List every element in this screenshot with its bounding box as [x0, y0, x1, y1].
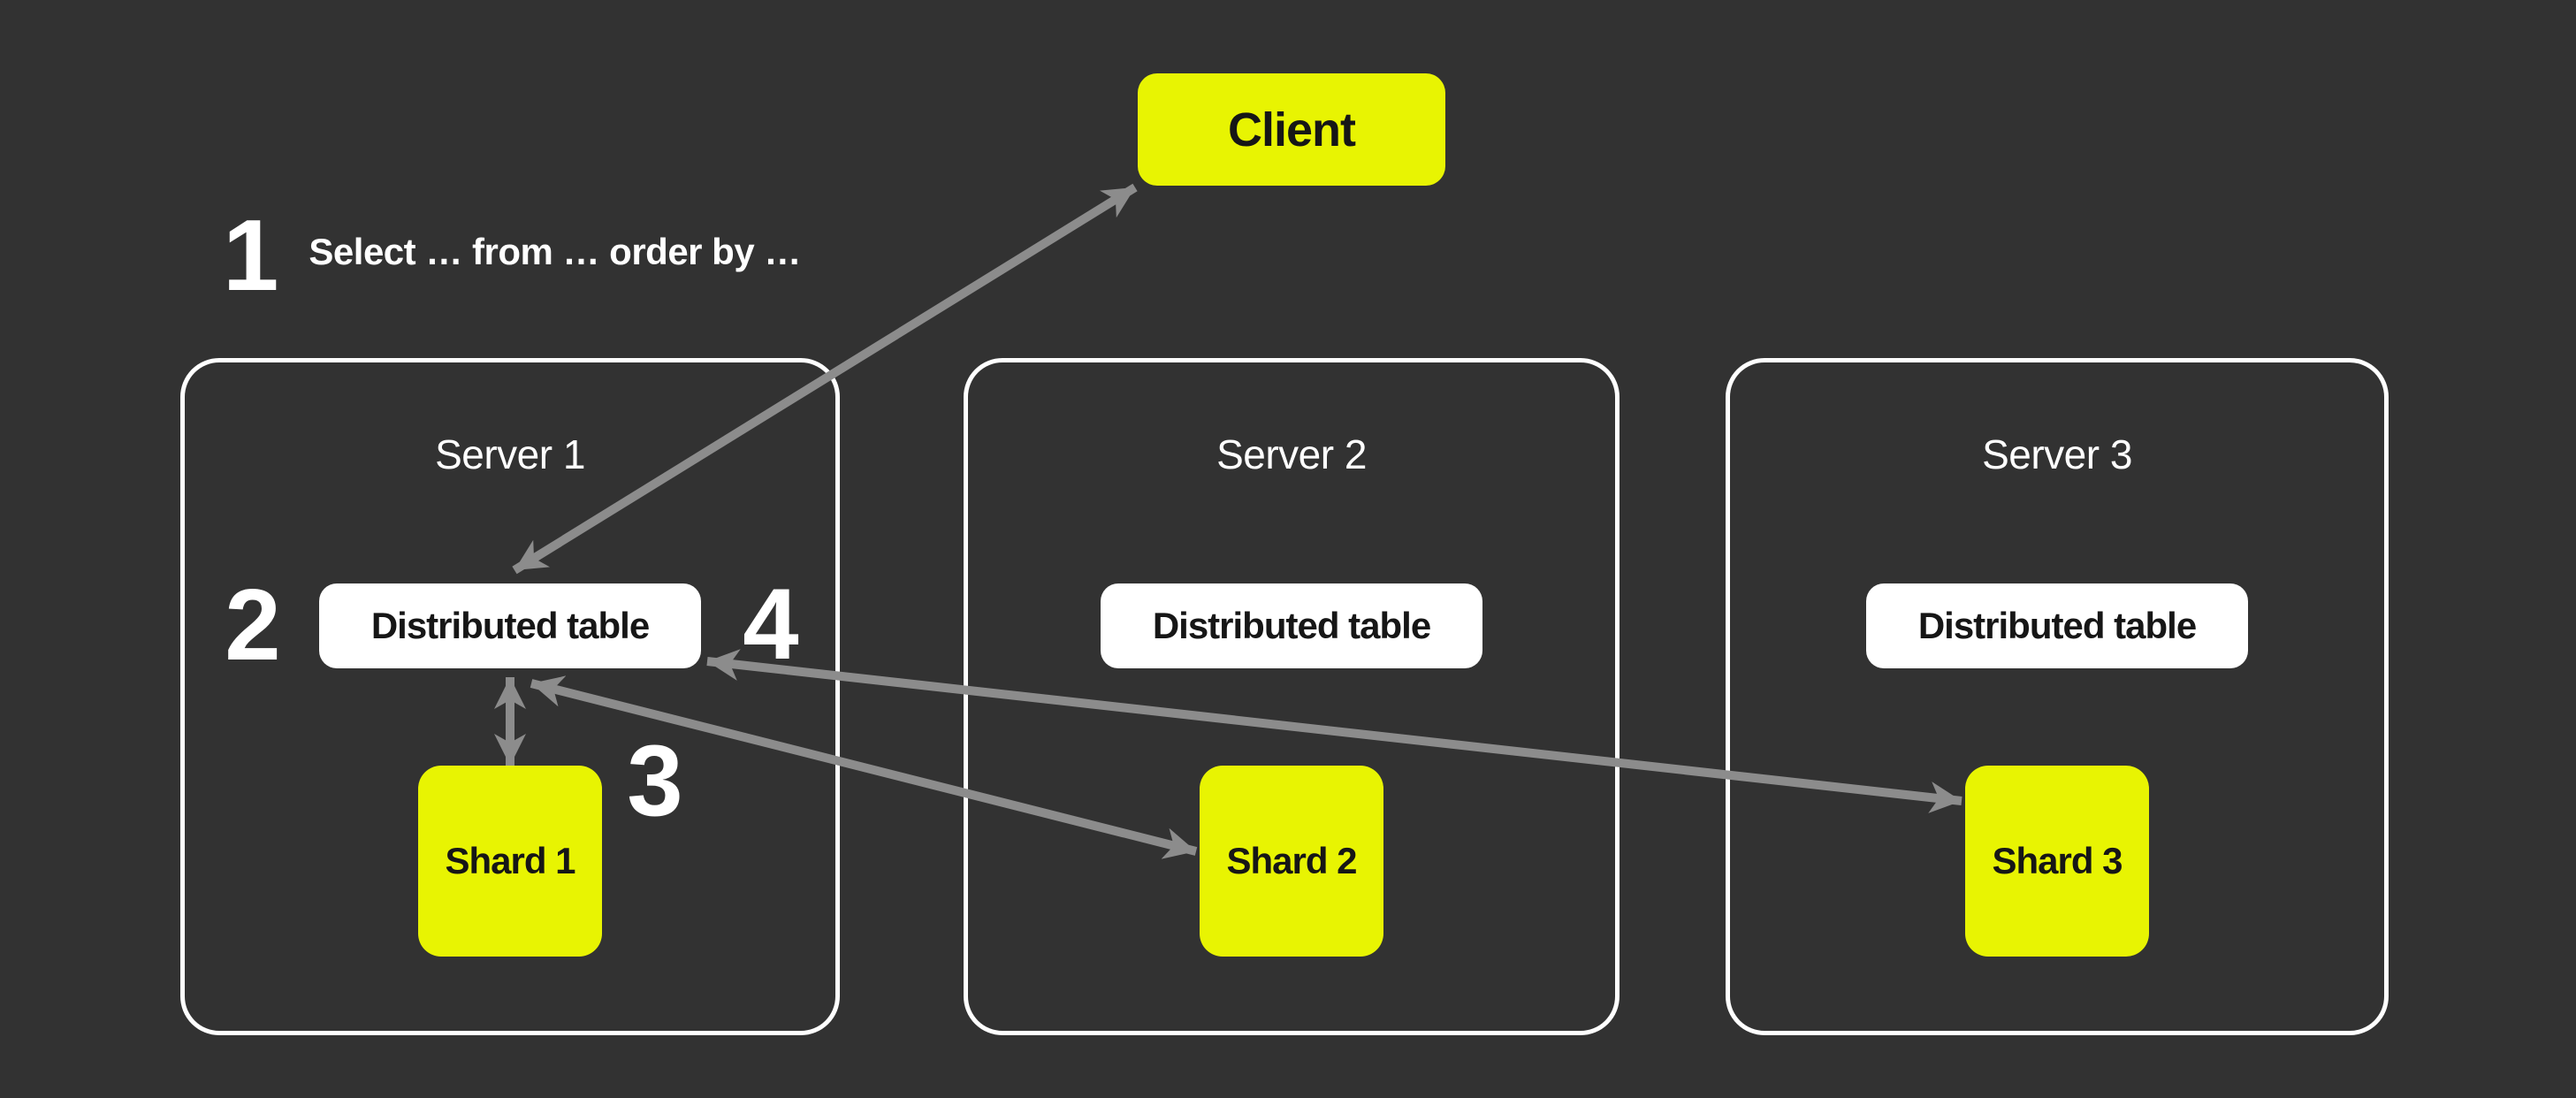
- server-1-distributed-table: Distributed table: [319, 583, 701, 668]
- server-1-title: Server 1: [435, 431, 585, 477]
- server-2-box: Server 2 Distributed table Shard 2: [964, 358, 1620, 1035]
- server-1-table-label: Distributed table: [370, 605, 650, 646]
- step1-annotation: 1 Select … from … order by …: [223, 206, 801, 307]
- server-3-distributed-table: Distributed table: [1866, 583, 2248, 668]
- shard-3-node: Shard 3: [1965, 766, 2149, 957]
- shard-2-label: Shard 2: [1226, 840, 1357, 881]
- step1-number: 1: [223, 200, 278, 312]
- server-2-distributed-table: Distributed table: [1101, 583, 1482, 668]
- server-2-title: Server 2: [1216, 431, 1367, 477]
- shard-1-node: Shard 1: [418, 766, 602, 957]
- server-3-table-label: Distributed table: [1917, 605, 2197, 646]
- shard-2-node: Shard 2: [1200, 766, 1383, 957]
- shard-3-label: Shard 3: [1992, 840, 2123, 881]
- server-2-table-label: Distributed table: [1152, 605, 1431, 646]
- step1-query-text: Select … from … order by …: [309, 231, 801, 272]
- server-1-box: Server 1 Distributed table Shard 1: [180, 358, 840, 1035]
- server-3-title: Server 3: [1982, 431, 2132, 477]
- step2-number: 2: [225, 569, 280, 682]
- server-3-box: Server 3 Distributed table Shard 3: [1726, 358, 2389, 1035]
- shard-1-label: Shard 1: [445, 840, 575, 881]
- client-label: Client: [1227, 103, 1356, 156]
- client-node: Client: [1138, 73, 1445, 186]
